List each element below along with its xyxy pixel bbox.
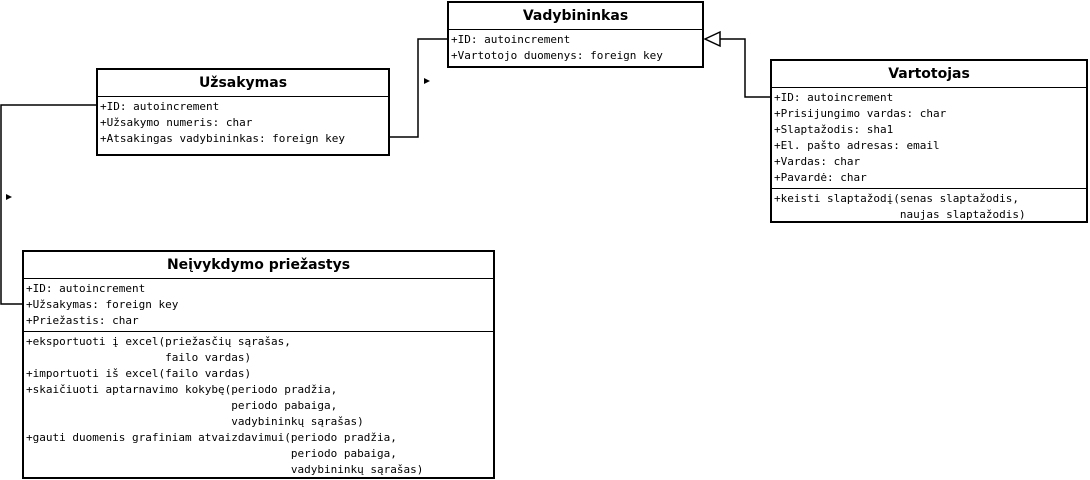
neivykdymo-uzsakymas-connector [0, 104, 96, 305]
attribute: +ID: autoincrement [100, 100, 220, 113]
method: failo vardas) [26, 351, 252, 364]
method: +gauti duomenis grafiniam atvaizdavimui(… [26, 431, 397, 444]
attribute: +ID: autoincrement [26, 282, 146, 295]
method: vadybininkų sąrašas) [26, 463, 424, 476]
methods-section: +eksportuoti į excel(priežasčių sąrašas,… [24, 331, 493, 480]
method: periodo pabaiga, [26, 447, 397, 460]
generalization-triangle [703, 30, 721, 48]
methods-section: +keisti slaptažodį(senas slaptažodis, na… [772, 188, 1086, 225]
method: vadybininkų sąrašas) [26, 415, 364, 428]
attribute: +Prisijungimo vardas: char [774, 107, 947, 120]
neivykdymo-uzsakymas-direction-arrow [6, 194, 12, 200]
method: periodo pabaiga, [26, 399, 338, 412]
method: +importuoti iš excel(failo vardas) [26, 367, 252, 380]
attribute: +Atsakingas vadybininkas: foreign key [100, 132, 346, 145]
attribute: +Pavardė: char [774, 171, 867, 184]
class-title: Vartotojas [772, 61, 1086, 88]
attributes-section: +ID: autoincrement +Vartotojo duomenys: … [449, 30, 702, 66]
attributes-section: +ID: autoincrement +Užsakymo numeris: ch… [98, 97, 388, 149]
method: +eksportuoti į excel(priežasčių sąrašas, [26, 335, 291, 348]
attribute: +Vartotojo duomenys: foreign key [451, 49, 663, 62]
attribute: +El. pašto adresas: email [774, 139, 940, 152]
method: naujas slaptažodis) [774, 208, 1026, 221]
class-title: Vadybininkas [449, 3, 702, 30]
attributes-section: +ID: autoincrement +Užsakymas: foreign k… [24, 279, 493, 331]
attribute: +Užsakymas: foreign key [26, 298, 179, 311]
class-title: Užsakymas [98, 70, 388, 97]
class-title: Neįvykdymo priežastys [24, 252, 493, 279]
attribute: +Slaptažodis: sha1 [774, 123, 894, 136]
class-uzsakymas[interactable]: Užsakymas +ID: autoincrement +Užsakymo n… [96, 68, 390, 156]
method: +keisti slaptažodį(senas slaptažodis, [774, 192, 1020, 205]
vartotojas-vadybininkas-connector [720, 38, 770, 98]
uzsakymas-vadybininkas-connector [390, 38, 447, 138]
attribute: +ID: autoincrement [451, 33, 571, 46]
attribute: +ID: autoincrement [774, 91, 894, 104]
method: +skaičiuoti aptarnavimo kokybę(periodo p… [26, 383, 338, 396]
attribute: +Priežastis: char [26, 314, 139, 327]
uzsakymas-vadybininkas-direction-arrow [424, 78, 430, 84]
attributes-section: +ID: autoincrement +Prisijungimo vardas:… [772, 88, 1086, 188]
class-neivykdymo-priezastys[interactable]: Neįvykdymo priežastys +ID: autoincrement… [22, 250, 495, 479]
class-vadybininkas[interactable]: Vadybininkas +ID: autoincrement +Vartoto… [447, 1, 704, 68]
attribute: +Vardas: char [774, 155, 861, 168]
attribute: +Užsakymo numeris: char [100, 116, 253, 129]
class-vartotojas[interactable]: Vartotojas +ID: autoincrement +Prisijung… [770, 59, 1088, 223]
